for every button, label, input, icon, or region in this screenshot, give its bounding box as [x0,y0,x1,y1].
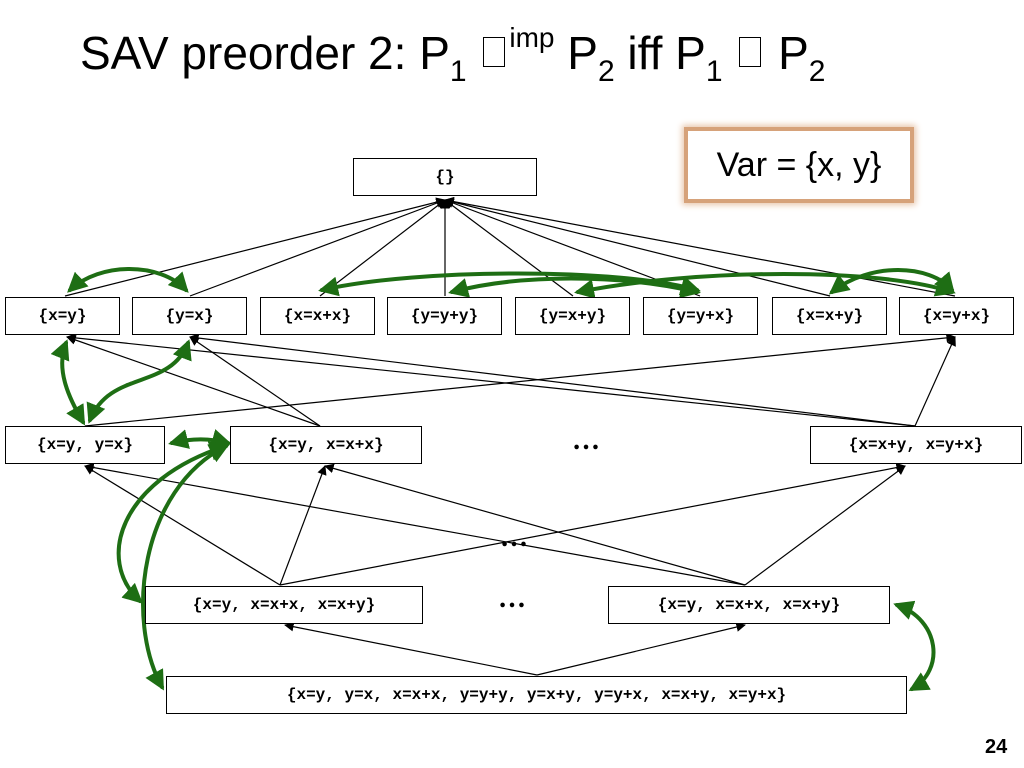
node-x-eq-y-x-eq-x-plus-x: {x=y, x=x+x} [230,426,422,464]
edge [279,462,906,586]
edge [189,198,446,297]
node-x-eq-y-plus-x: {x=y+x} [899,297,1014,335]
node-empty-set: {} [353,158,537,196]
equivalence-arc [168,429,232,449]
equivalence-arc [116,441,230,604]
title-text-3: iff P [614,27,706,79]
title-sub-4: 2 [808,55,826,88]
title-sub-2: 2 [597,55,615,88]
equivalence-arc [141,444,230,691]
equivalence-arc [86,339,192,424]
edge [189,333,916,427]
edge [84,333,956,427]
var-set-box: Var = {x, y} [684,127,914,203]
edge [279,465,327,586]
page-number: 24 [985,736,1008,758]
ellipsis-middle: … [500,522,528,553]
node-level3-left: {x=y, x=x+x, x=x+y} [145,586,423,624]
node-y-eq-y-plus-x: {y=y+x} [643,297,758,335]
node-y-eq-x: {y=x} [132,297,247,335]
equivalence-arc [50,339,86,426]
edge [66,333,916,427]
title-sub-3: 1 [705,55,723,88]
node-y-eq-y-plus-y: {y=y+y} [387,297,502,335]
node-x-eq-x-plus-y-x-eq-y-plus-x: {x=x+y, x=y+x} [810,426,1022,464]
missing-glyph-icon [483,37,506,67]
edge [914,336,956,427]
slide-title: SAV preorder 2: P1 imp P2 iff P1 P2 [80,22,825,89]
title-text-1: SAV preorder 2: P [80,27,450,79]
missing-glyph-icon-2 [739,37,762,67]
node-x-eq-y: {x=y} [5,297,120,335]
node-full-set: {x=y, y=x, x=x+x, y=y+y, y=x+y, y=y+x, x… [166,676,907,714]
edge [536,622,746,676]
node-y-eq-x-plus-y: {y=x+y} [515,297,630,335]
ellipsis-level2: … [572,425,600,456]
title-sub-1: 1 [449,55,467,88]
edge [84,462,746,586]
node-x-eq-y-y-eq-x: {x=y, y=x} [5,426,165,464]
equivalence-arc [828,268,955,295]
equivalence-arc [893,600,936,692]
title-text-4: P [765,27,809,79]
node-x-eq-x-plus-x: {x=x+x} [260,297,375,335]
edge [744,465,906,586]
ellipsis-level3: … [498,583,526,614]
equivalence-arc [574,272,956,299]
edge [324,463,746,586]
node-x-eq-x-plus-y: {x=x+y} [772,297,887,335]
node-level3-right: {x=y, x=x+x, x=x+y} [608,586,890,624]
title-text-2: P [554,27,598,79]
edge [284,621,538,676]
title-sup-imp: imp [509,22,555,53]
equivalence-arc [67,267,189,293]
